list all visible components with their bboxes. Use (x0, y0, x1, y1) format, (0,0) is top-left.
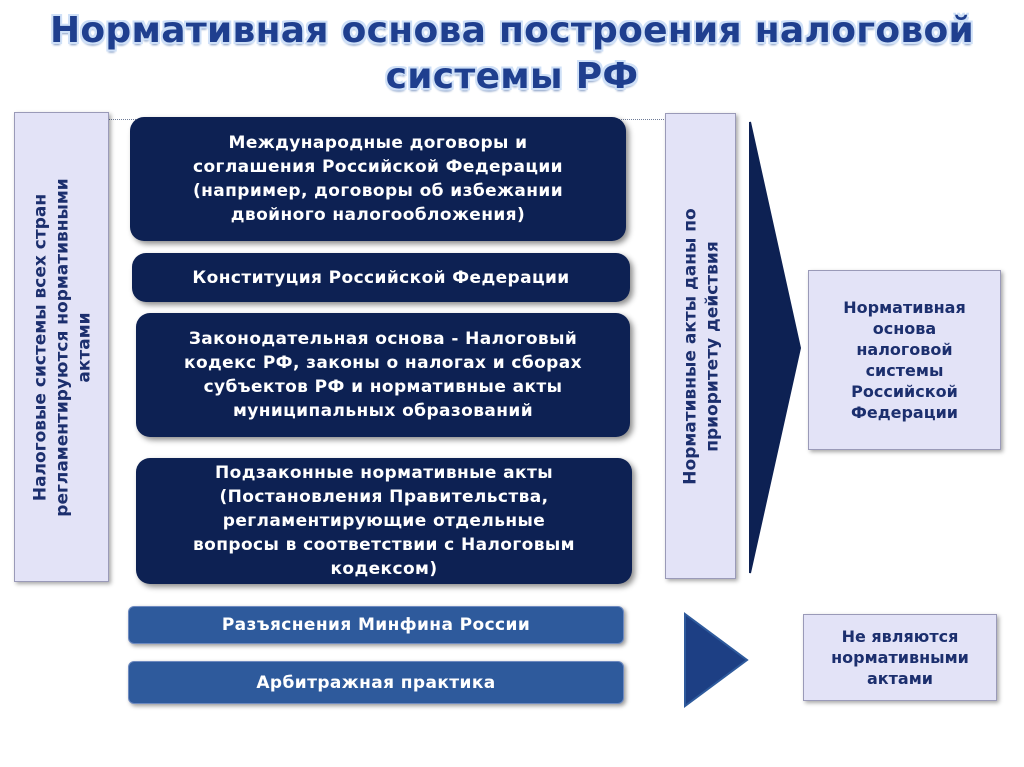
left-label-line-1: Налоговые системы всех стран (30, 193, 50, 502)
act-box-international-treaties: Международные договоры и соглашения Росс… (130, 117, 626, 241)
left-label-line-3: актами (74, 312, 94, 383)
non-normative-box-minfin: Разъяснения Минфина России (128, 606, 624, 644)
non-normative-text-arbitration: Арбитражная практика (256, 672, 496, 693)
priority-label-line-1: Нормативные акты даны по (680, 208, 700, 485)
result-text-not-normative: Не являются нормативными актами (831, 627, 969, 688)
act-box-constitution: Конституция Российской Федерации (132, 253, 630, 302)
result-box-normative-basis: Нормативная основа налоговой системы Рос… (808, 270, 1001, 450)
act-text-tax-code: Законодательная основа - Налоговый кодек… (184, 329, 582, 421)
act-text-bylaws: Подзаконные нормативные акты (Постановле… (193, 463, 575, 579)
result-box-not-normative: Не являются нормативными актами (803, 614, 997, 701)
title-line-1: Нормативная основа построения налоговой (49, 10, 975, 51)
left-label-line-2: регламентируются нормативными (52, 178, 72, 517)
priority-label-box: Нормативные акты даны по приоритету дейс… (665, 113, 736, 579)
non-normative-text-minfin: Разъяснения Минфина России (221, 615, 531, 635)
priority-label-text: Нормативные акты даны по приоритету дейс… (666, 114, 737, 580)
priority-label-line-2: приоритету действия (702, 241, 722, 452)
non-normative-box-arbitration: Арбитражная практика (128, 661, 624, 704)
act-box-tax-code: Законодательная основа - Налоговый кодек… (136, 313, 630, 437)
act-box-bylaws: Подзаконные нормативные акты (Постановле… (136, 458, 632, 584)
big-arrow-icon (749, 121, 802, 574)
act-text-international-treaties: Международные договоры и соглашения Росс… (192, 133, 564, 225)
act-text-constitution: Конституция Российской Федерации (192, 267, 570, 288)
title-line-2: системы РФ (385, 56, 639, 97)
result-text-normative-basis: Нормативная основа налоговой системы Рос… (843, 298, 966, 422)
left-label-box: Налоговые системы всех стран регламентир… (14, 112, 109, 582)
left-label-text: Налоговые системы всех стран регламентир… (15, 113, 110, 583)
small-arrow-icon (684, 612, 749, 708)
diagram-title: Нормативная основа построения налоговой … (0, 8, 1024, 100)
